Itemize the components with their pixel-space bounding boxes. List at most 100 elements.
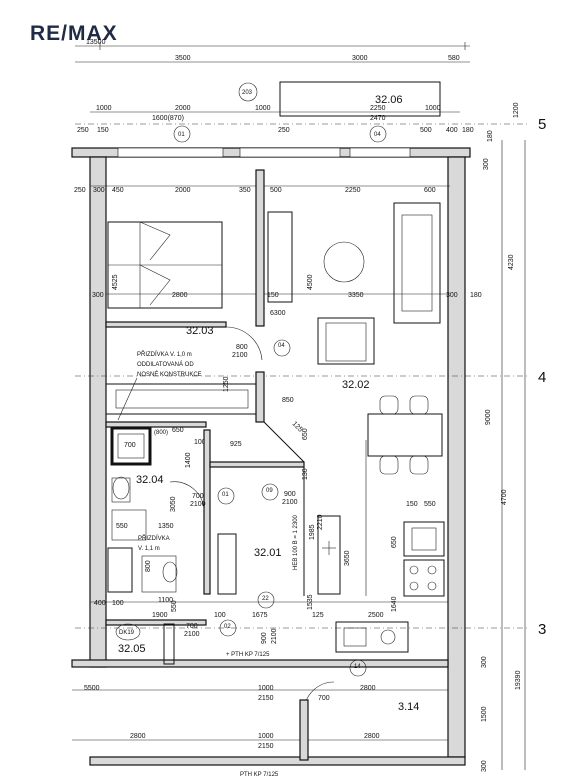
dim-label: 900 [261,632,268,644]
dim-ticks-top [99,42,466,50]
note-text: NOSNÉ KONSTRUKCE [137,371,202,378]
dim-label: 2000 [175,105,191,112]
dim-label: 2250 [345,187,361,194]
dim-label: 550 [116,523,128,530]
dim-label: 100 [112,600,124,607]
dim-label: 2800 [172,292,188,299]
dim-label: 250 [74,187,86,194]
note-text: (800) [154,430,168,436]
chair [379,395,399,415]
window-tag [173,125,191,143]
dim-label: 900 [284,491,296,498]
dim-label: 400 [94,600,106,607]
dim-label: 700 [192,493,204,500]
note-text: V. 1,1 m [138,546,160,552]
dim-label: 1000 [258,685,274,692]
dim-label: 2150 [258,695,274,702]
door-tag-label: 02 [224,624,231,630]
dim-label: 2250 [370,105,386,112]
note-text: ODDILATOVANÁ OD [137,361,194,368]
door-tag [219,619,237,637]
toilet-room [141,555,177,593]
dim-label: 550 [424,501,436,508]
dim-label: 4230 [508,254,515,270]
dim-label: 3000 [352,55,368,62]
coffee-table [323,241,365,283]
chair [409,395,429,415]
door-tag [261,483,279,501]
dim-label: 13500 [86,39,106,46]
storage-inner [115,389,249,409]
room-label-32-05: 32.05 [118,643,146,655]
toilet-cistern [111,477,131,503]
west-wall [89,156,107,668]
dim-label: 500 [270,187,282,194]
kitchen-column-inner [411,527,437,551]
axis-label-3: 3 [538,621,546,638]
armchair-seat [325,322,367,362]
dim-label: 300 [483,158,490,170]
door-swing [225,326,263,361]
dim-label: 180 [462,127,474,134]
room-label-32-06: 32.06 [375,94,403,106]
door-tag-label: 01 [222,492,229,498]
dim-label: 3500 [175,55,191,62]
window [239,147,341,158]
axis-label-5: 5 [538,116,546,133]
burner [427,581,437,591]
dim-label: 650 [172,427,184,434]
dim-label: 2800 [364,733,380,740]
dim-label: 100 [214,612,226,619]
dim-label: 550 [171,600,178,612]
window-tag-label: 01 [178,132,185,138]
door-tag [349,659,367,677]
built-in-storage [105,383,259,415]
burner [409,581,419,591]
dim-label: 125 [312,612,324,619]
dim-label: 1000 [255,105,271,112]
dim-label: 850 [282,397,294,404]
dim-label: 925 [230,441,242,448]
note-text: + PTH KP 7/125 [226,652,270,658]
dim-label: 1000 [96,105,112,112]
partition-wall [255,371,265,423]
partition-wall [203,429,211,595]
dim-label: 300 [93,187,105,194]
room-label-3-14: 3.14 [398,701,419,713]
bed-cover [139,264,171,306]
shaft [110,426,152,466]
dim-label: 650 [302,428,309,440]
dim-label: 3050 [170,496,177,512]
dim-label: 1985 [309,524,316,540]
dim-label: 19390 [515,670,522,690]
dim-label: 1000 [258,733,274,740]
south-wall [71,659,449,668]
sofa-cushion [401,214,433,312]
dim-label: 400 [446,127,458,134]
dim-label: 9000 [485,409,492,425]
bathtub [107,547,133,593]
note-text: PTH KP 7/125 [240,772,279,778]
chair [409,455,429,475]
toilet [162,561,178,583]
dim-label: 1400 [185,452,192,468]
sofa [393,202,441,324]
dim-label: 2800 [130,733,146,740]
partition-wall [105,321,227,328]
dining-table [367,413,443,457]
dim-label: 150 [267,292,279,299]
dim-label: 1200 [513,102,520,118]
dim-label: 150 [97,127,109,134]
door-tag-label: 04 [278,343,285,349]
partition-wall [105,619,207,626]
dim-label: 3350 [348,292,364,299]
axis-label-4: 4 [538,369,546,386]
partition-wall [255,169,265,327]
dim-label: 2100 [190,501,206,508]
dim-label: 1640 [391,596,398,612]
dim-label: 3650 [344,550,351,566]
dim-label: 1900 [152,612,168,619]
cabinet [217,533,237,595]
dim-label: 180 [470,292,482,299]
